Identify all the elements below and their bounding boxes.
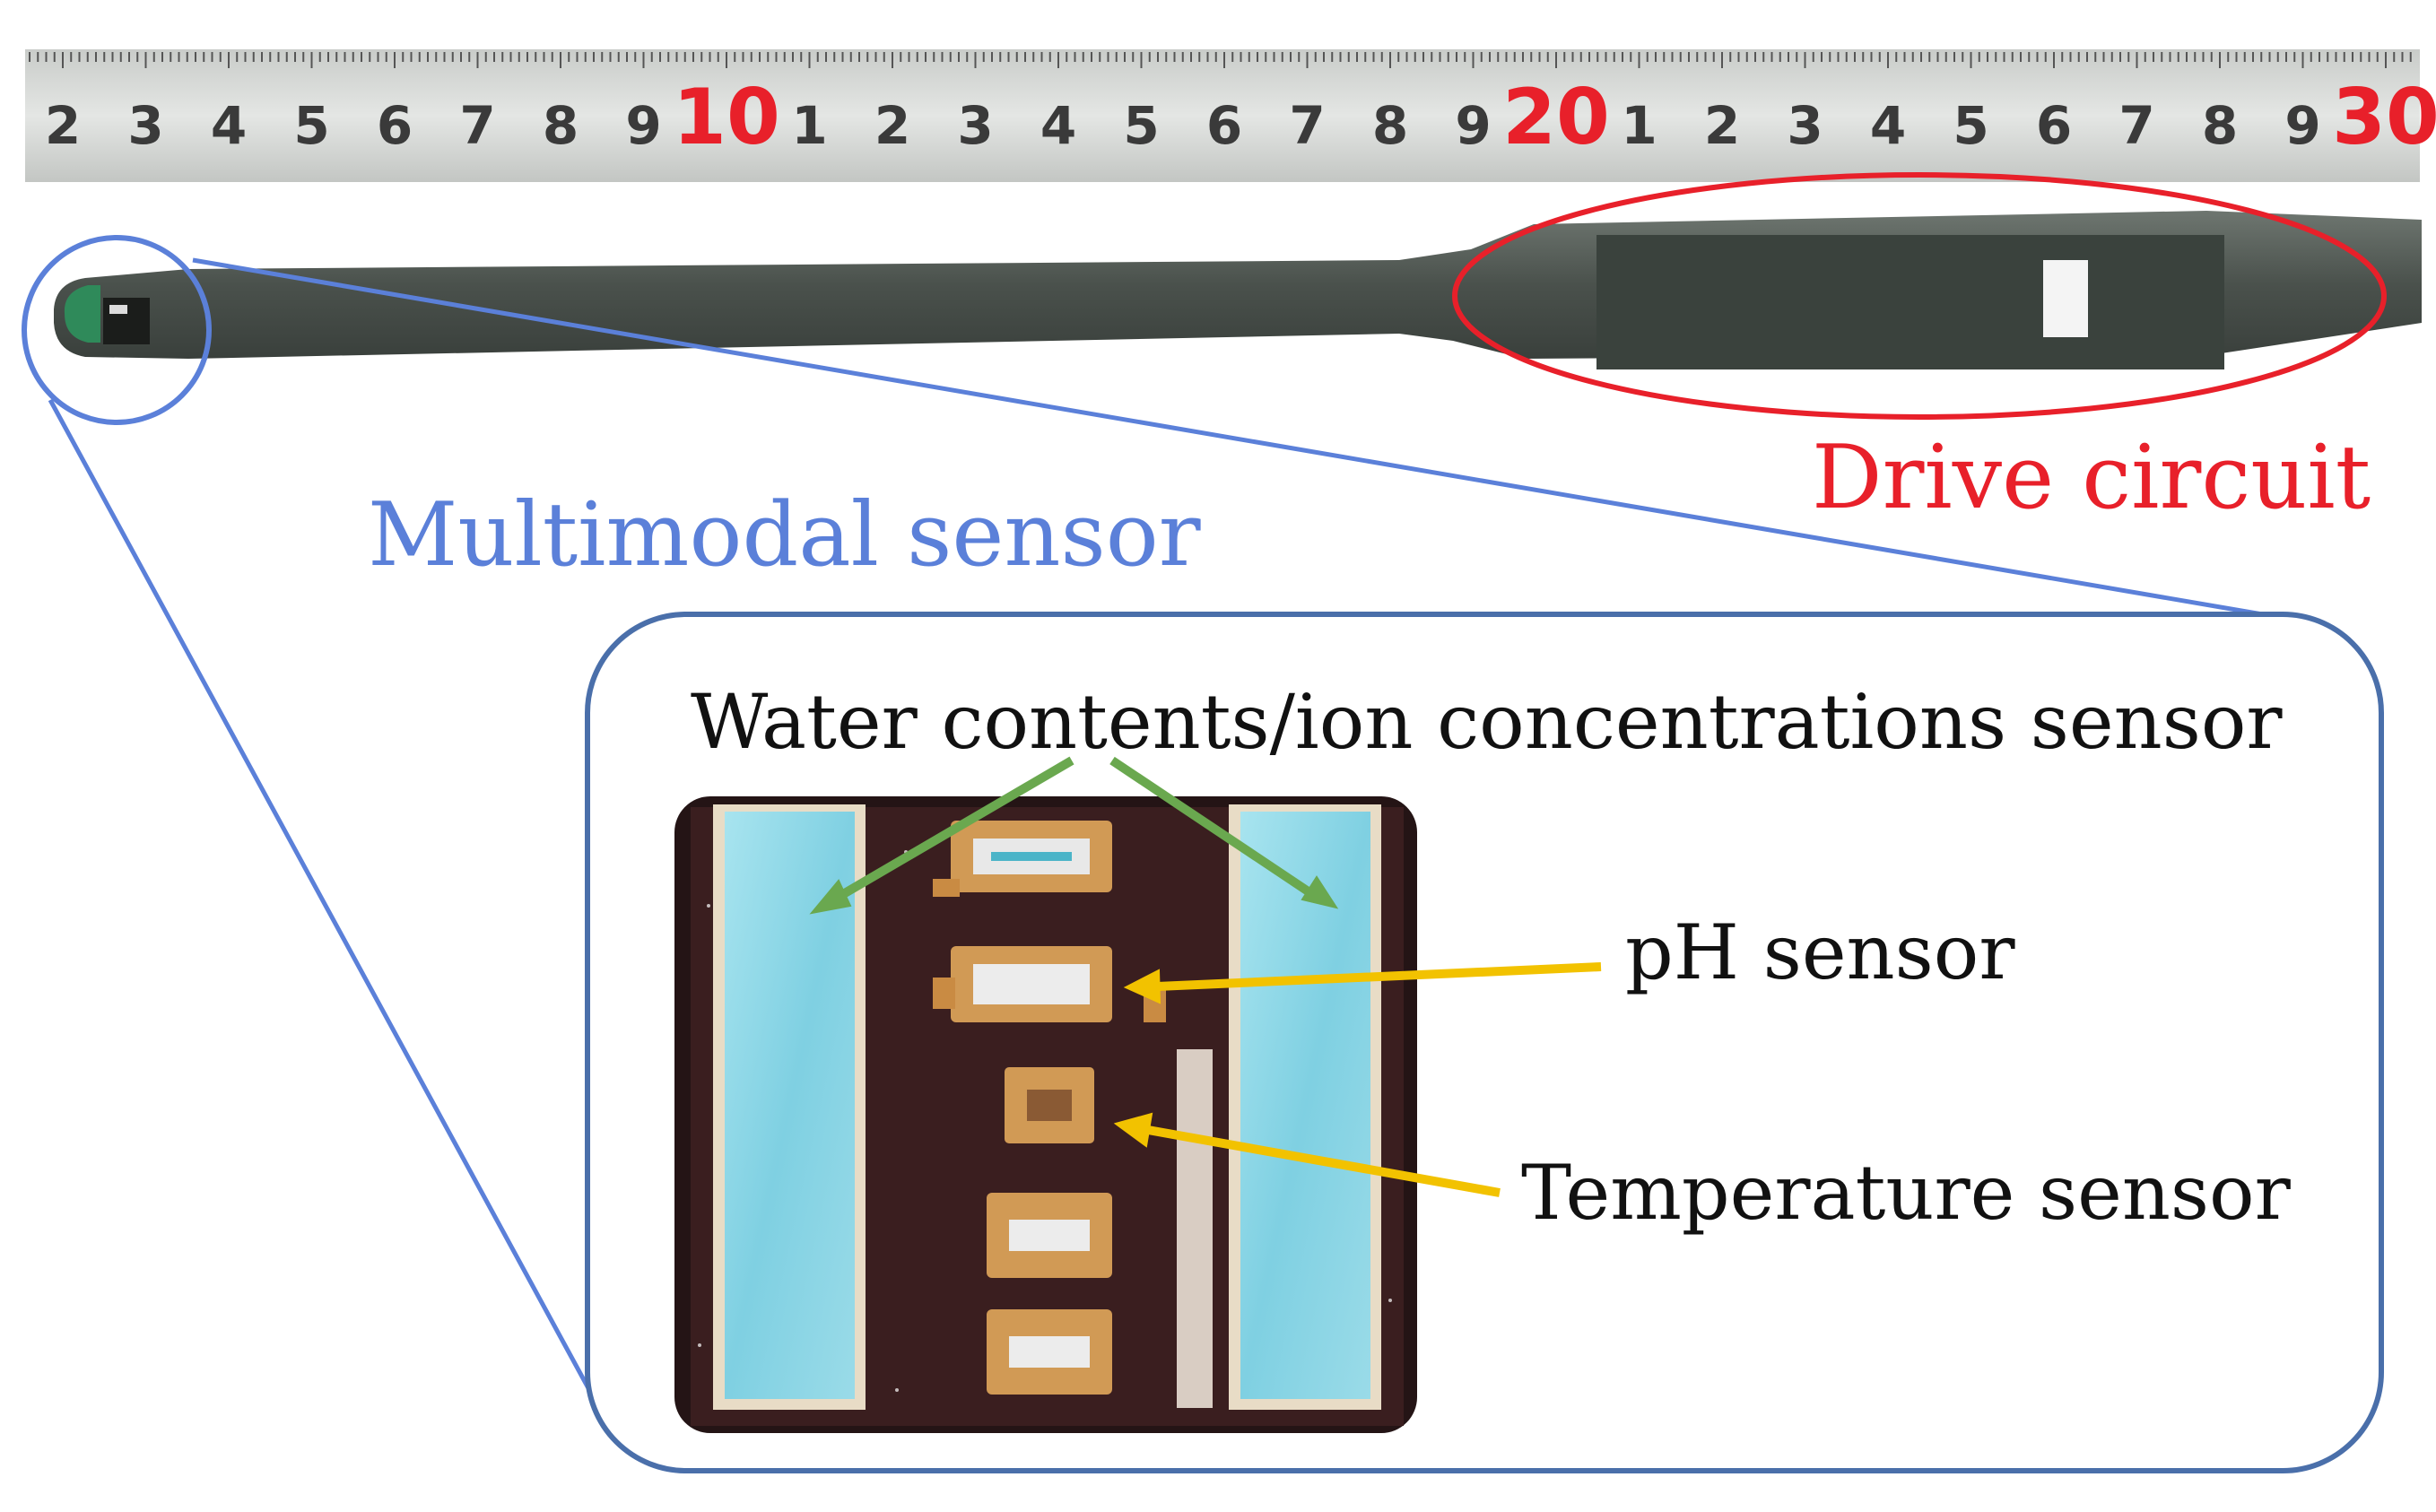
ruler-number: 2 xyxy=(1704,95,1740,156)
multimodal-sensor-label: Multimodal sensor xyxy=(368,484,1201,587)
ruler-number: 5 xyxy=(1953,95,1988,156)
ruler-number: 8 xyxy=(543,95,579,156)
zoom-line-top xyxy=(192,257,2279,620)
ruler-ticks xyxy=(29,52,2412,68)
ruler-number: 20 xyxy=(1502,73,1610,162)
temperature-sensor-arrow xyxy=(1113,1112,1501,1197)
multimodal-sensor-circle xyxy=(22,235,212,425)
ruler-number: 4 xyxy=(211,95,247,156)
ruler-number: 2 xyxy=(45,95,81,156)
ruler-number: 6 xyxy=(2036,95,2072,156)
ruler-number: 3 xyxy=(127,95,163,156)
ruler-number: 2 xyxy=(874,95,910,156)
ruler-number: 5 xyxy=(293,95,329,156)
ruler-number: 1 xyxy=(791,95,827,156)
temperature-sensor-label: Temperature sensor xyxy=(1521,1149,2291,1237)
probe-tip xyxy=(64,285,100,343)
drive-circuit-outline xyxy=(1452,172,2387,420)
zoom-line-bottom xyxy=(48,398,602,1410)
ruler-number: 9 xyxy=(625,95,661,156)
water-sensor-arrows xyxy=(809,756,1339,915)
sensor-chip xyxy=(103,298,150,344)
ruler-number: 30 xyxy=(2332,73,2436,162)
ruler-number: 9 xyxy=(2284,95,2320,156)
drive-circuit-label-sticker xyxy=(2043,260,2088,337)
drive-circuit-label: Drive circuit xyxy=(1812,427,2371,529)
ruler-number: 3 xyxy=(957,95,993,156)
ruler-number: 7 xyxy=(459,95,495,156)
ruler-number: 3 xyxy=(1787,95,1823,156)
ruler-number: 4 xyxy=(1870,95,1906,156)
ruler-body xyxy=(25,49,2420,182)
ruler-number: 1 xyxy=(1621,95,1657,156)
ruler-number: 5 xyxy=(1123,95,1159,156)
ruler-number: 10 xyxy=(673,73,780,162)
ph-sensor-label: pH sensor xyxy=(1625,908,2015,996)
ruler-number: 7 xyxy=(2118,95,2154,156)
ruler-number: 8 xyxy=(1372,95,1408,156)
ruler-number: 8 xyxy=(2202,95,2238,156)
drive-circuit-board xyxy=(1596,235,2224,369)
water-sensor-label: Water contents/ion concentrations sensor xyxy=(691,678,2283,766)
probe xyxy=(54,211,2422,369)
ruler-number: 7 xyxy=(1289,95,1325,156)
ruler-number: 9 xyxy=(1455,95,1491,156)
ph-sensor-arrow xyxy=(1123,962,1602,1004)
ruler-number: 6 xyxy=(377,95,413,156)
chip-micrograph xyxy=(674,796,1417,1433)
ruler-number: 4 xyxy=(1040,95,1076,156)
contact-pad-column xyxy=(1177,1049,1213,1408)
ruler-number: 6 xyxy=(1206,95,1242,156)
